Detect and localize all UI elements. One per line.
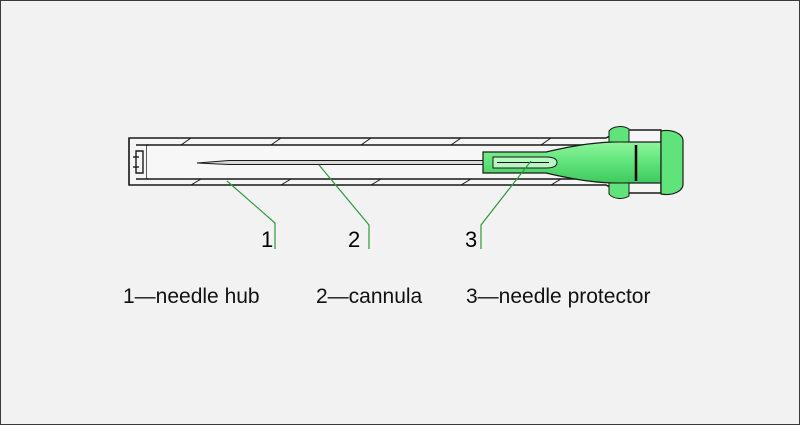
callout-2: 2 (348, 227, 360, 252)
leader-lines (226, 160, 532, 249)
leader-line-2 (318, 164, 370, 249)
legend-item-needle-hub: 1—needle hub (123, 285, 260, 308)
legend-item-needle-protector: 3—needle protector (466, 285, 651, 308)
leader-line-3 (480, 160, 532, 249)
callout-3: 3 (465, 227, 477, 252)
cannula (196, 160, 492, 165)
leader-line-1 (226, 180, 276, 249)
legend-item-cannula: 2—cannula (316, 285, 423, 308)
needle-protector (482, 126, 684, 199)
callout-1: 1 (261, 227, 273, 252)
hatching-top (180, 138, 552, 146)
hatching-bottom (190, 178, 562, 185)
